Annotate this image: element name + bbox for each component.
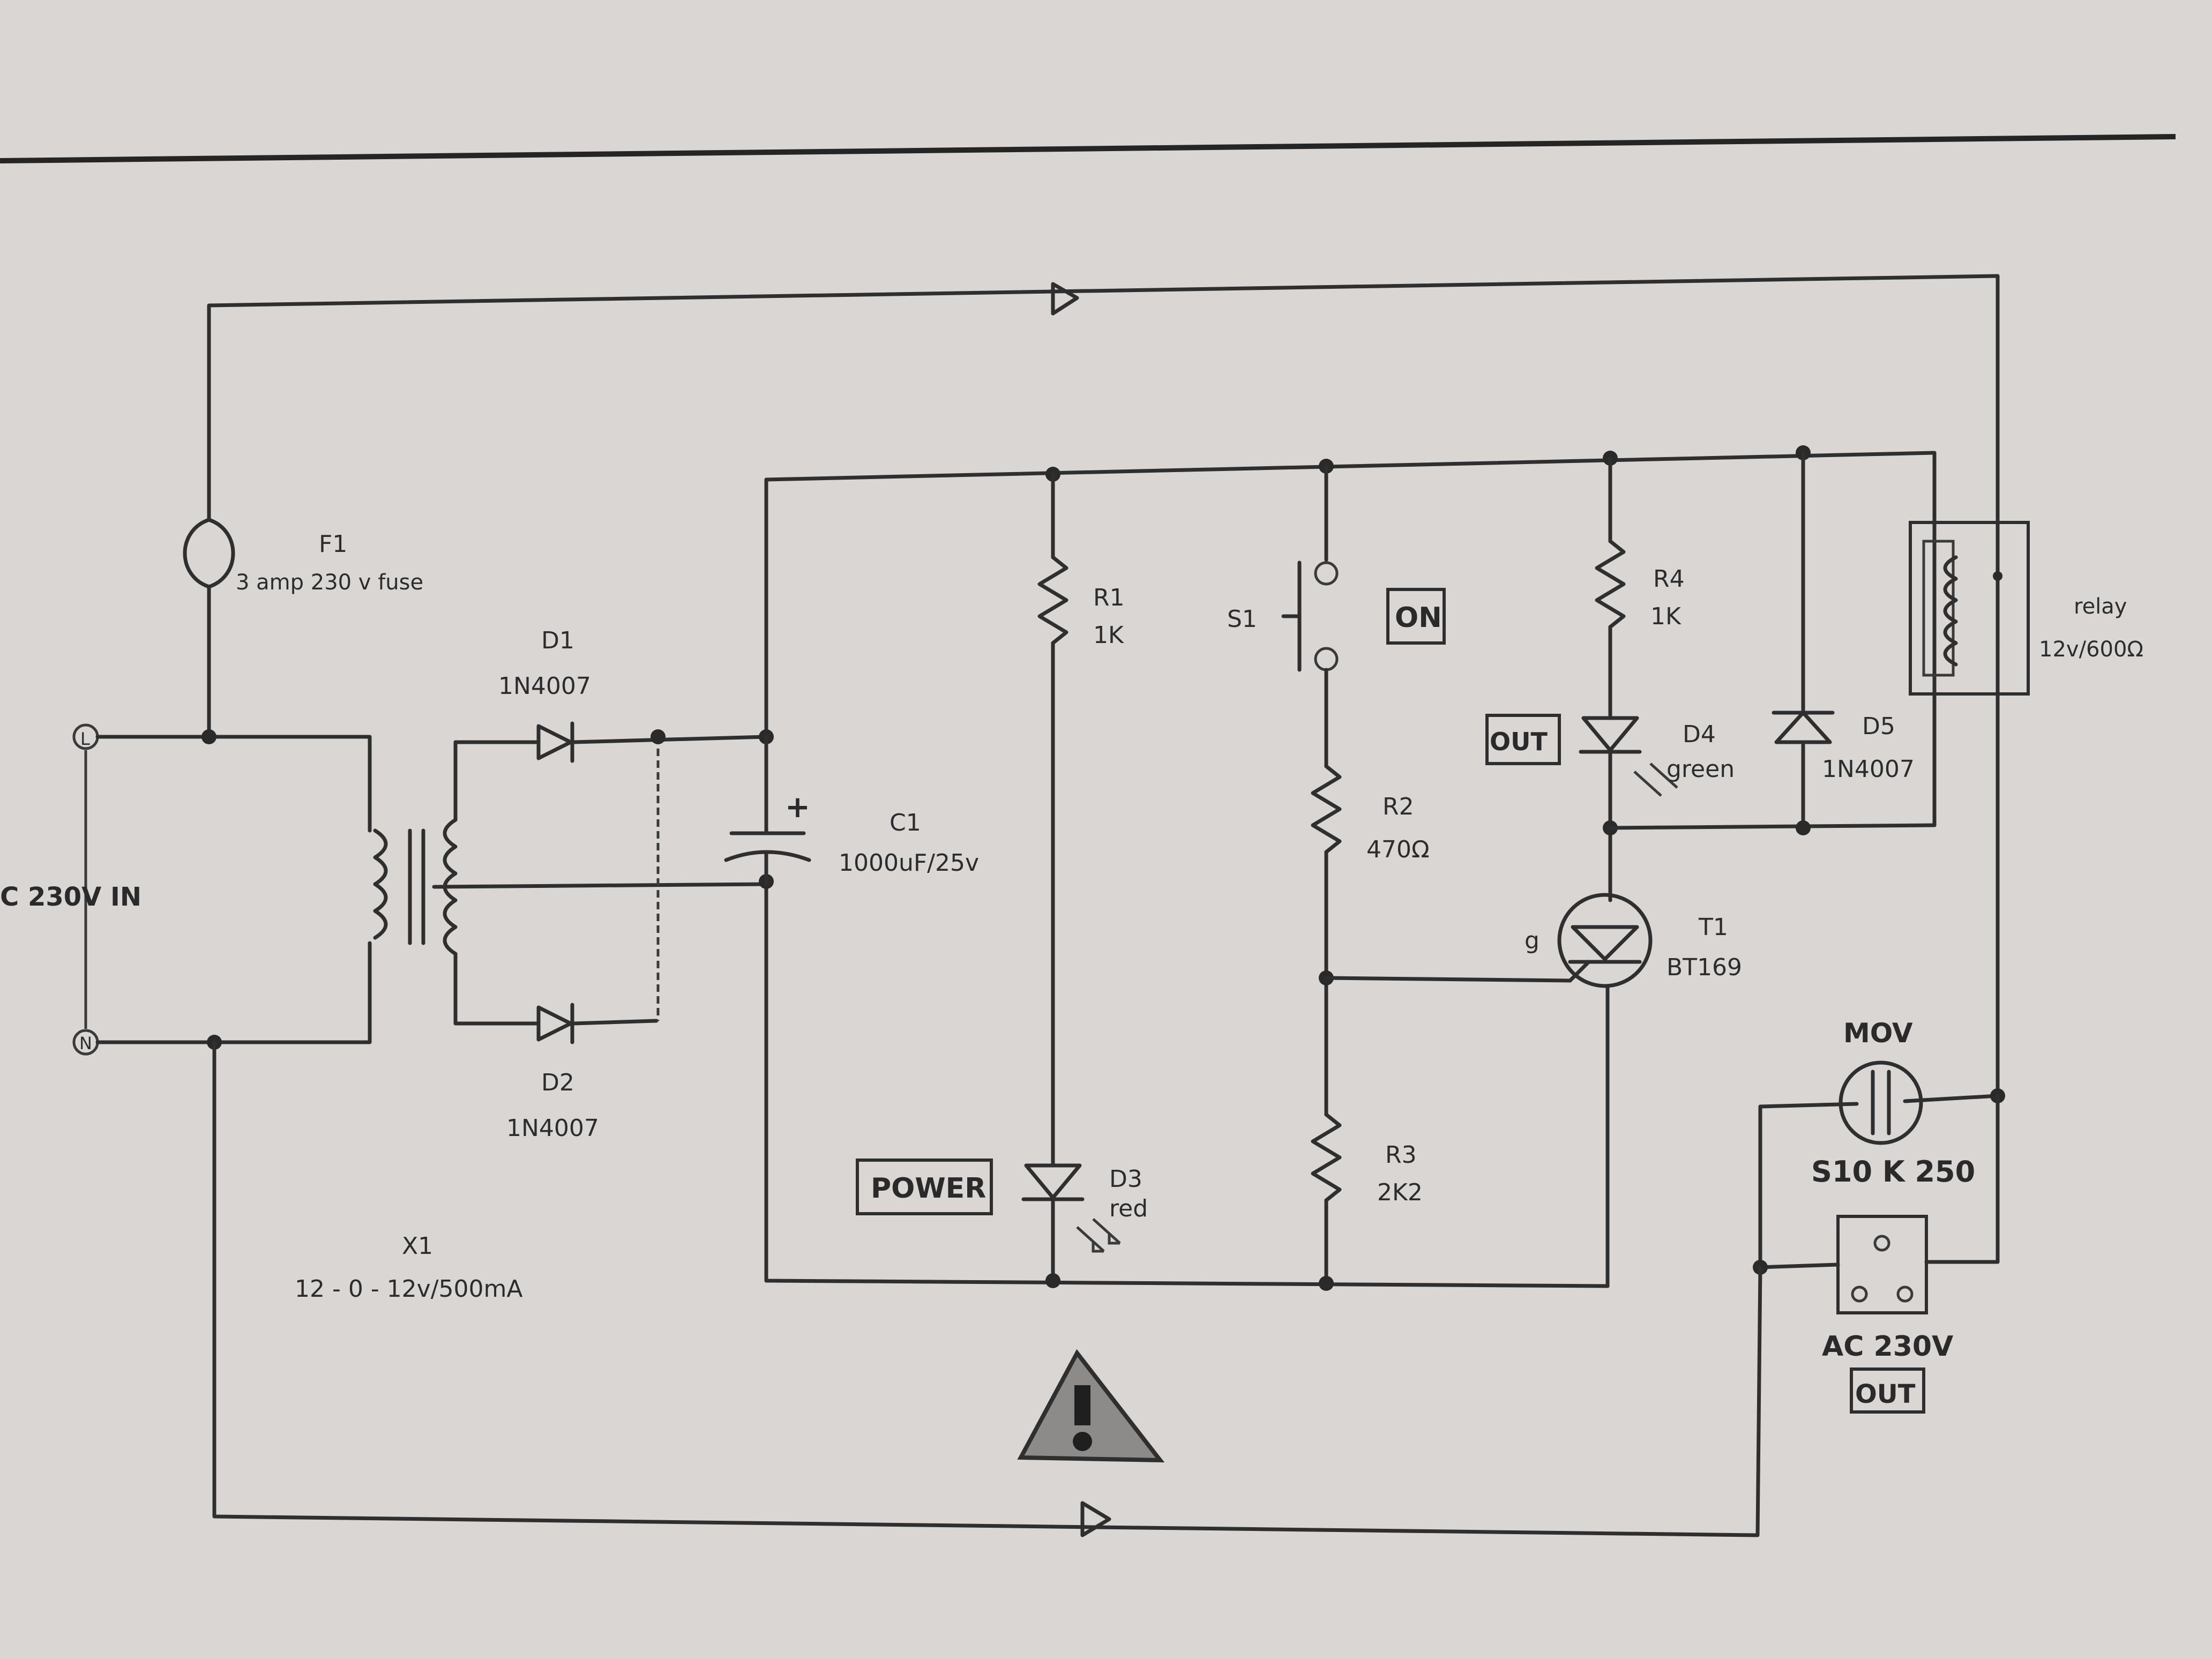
svg-text:2K2: 2K2 <box>1377 1179 1423 1206</box>
svg-text:T1: T1 <box>1698 914 1728 941</box>
r3-label: R3 2K2 <box>1377 1141 1423 1206</box>
svg-text:green: green <box>1667 756 1735 783</box>
svg-text:D1: D1 <box>541 627 574 654</box>
svg-text:1N4007: 1N4007 <box>506 1115 599 1142</box>
led-d4 <box>1579 716 1678 797</box>
mov <box>1758 1060 2000 1145</box>
mov-value: S10 K 250 <box>1811 1155 1975 1189</box>
neutral-bottom-wire <box>212 1040 1762 1537</box>
svg-text:D2: D2 <box>541 1069 574 1096</box>
svg-text:D5: D5 <box>1862 713 1895 740</box>
svg-text:1N4007: 1N4007 <box>498 672 591 700</box>
power-tag-box <box>856 1159 993 1215</box>
fuse-label: F1 3 amp 230 v fuse <box>236 530 423 595</box>
power-tag: POWER <box>871 1172 986 1205</box>
resistor-r2 <box>1311 764 1342 854</box>
center-tap-wire <box>432 882 768 889</box>
gate-wire <box>1324 976 1572 983</box>
d4-label: D4 green <box>1667 721 1735 783</box>
socket-neutral-wire <box>1758 1262 1840 1269</box>
svg-text:R4: R4 <box>1653 565 1685 593</box>
socket-live-wire <box>1924 1094 2000 1264</box>
scr-gate-label: g <box>1525 927 1540 954</box>
arrow-bottom <box>1080 1501 1111 1537</box>
transformer-label: X1 12 - 0 - 12v/500mA <box>295 1232 522 1303</box>
t1-label: T1 BT169 <box>1667 914 1742 981</box>
d1-label: D1 1N4007 <box>498 627 591 700</box>
d2-label: D2 1N4007 <box>506 1069 599 1142</box>
c1-label: C1 1000uF/25v <box>839 809 979 877</box>
svg-text:BT169: BT169 <box>1667 954 1742 981</box>
socket-out-tag: OUT <box>1855 1379 1916 1409</box>
svg-text:R1: R1 <box>1093 584 1125 611</box>
svg-text:D3: D3 <box>1109 1165 1142 1193</box>
svg-text:R3: R3 <box>1385 1141 1417 1169</box>
svg-text:1N4007: 1N4007 <box>1822 756 1915 783</box>
resistor-r4 <box>1595 539 1626 629</box>
mov-ref: MOV <box>1843 1018 1913 1049</box>
svg-text:C1: C1 <box>890 809 921 836</box>
svg-text:1K: 1K <box>1093 622 1124 649</box>
out-tag: OUT <box>1490 727 1548 756</box>
svg-text:N: N <box>79 1033 92 1053</box>
svg-text:12 - 0 - 12v/500mA: 12 - 0 - 12v/500mA <box>295 1275 522 1303</box>
warning-icon <box>1017 1349 1165 1463</box>
capacitor-polarity: + <box>785 790 810 825</box>
on-tag-box <box>1386 588 1446 645</box>
out-tag-box <box>1485 714 1561 765</box>
svg-text:F1: F1 <box>319 530 347 558</box>
primary-neutral-wire <box>95 941 372 1044</box>
capacitor-c1 <box>724 735 811 886</box>
d5-label: D5 1N4007 <box>1822 713 1915 783</box>
switch-s1 <box>1281 561 1339 672</box>
r4-label: R4 1K <box>1650 565 1685 630</box>
dc-left-rail <box>764 451 1937 827</box>
secondary-bottom-wire <box>453 952 541 1026</box>
primary-live-wire <box>95 735 372 833</box>
page-rule <box>0 134 2176 163</box>
socket-out-box <box>1850 1367 1925 1414</box>
svg-text:L: L <box>80 729 90 749</box>
d2-out-wire <box>571 1019 659 1026</box>
s1-label: S1 <box>1227 606 1257 633</box>
input-label: C 230V IN <box>0 882 141 912</box>
fuse-symbol <box>183 518 235 589</box>
svg-text:R2: R2 <box>1382 793 1414 820</box>
secondary-top-wire <box>453 740 541 822</box>
r2-label: R2 470Ω <box>1366 793 1430 863</box>
svg-text:D4: D4 <box>1683 721 1716 748</box>
led-d3 <box>1021 1163 1121 1253</box>
diode-d5 <box>1772 711 1835 744</box>
diode-d1 <box>536 721 574 763</box>
svg-text:relay: relay <box>2074 594 2127 619</box>
svg-text:X1: X1 <box>402 1232 433 1260</box>
dc-bottom-rail <box>764 882 1610 1288</box>
svg-text:red: red <box>1109 1195 1148 1222</box>
svg-text:12v/600Ω: 12v/600Ω <box>2039 637 2143 662</box>
d3-label: D3 red <box>1109 1165 1148 1222</box>
resistor-r3 <box>1311 1112 1342 1202</box>
svg-text:1000uF/25v: 1000uF/25v <box>839 849 979 877</box>
svg-text:3 amp 230 v fuse: 3 amp 230 v fuse <box>236 570 423 595</box>
scr-t1 <box>1557 893 1653 988</box>
diode-d2 <box>536 1003 574 1044</box>
d1-out-wire <box>571 735 768 744</box>
on-tag: ON <box>1395 602 1442 634</box>
svg-text:470Ω: 470Ω <box>1366 836 1430 863</box>
svg-text:1K: 1K <box>1650 603 1682 630</box>
r1-label: R1 1K <box>1093 584 1125 649</box>
arrow-top <box>1051 282 1079 316</box>
socket-label: AC 230V <box>1822 1331 1953 1363</box>
resistor-r1 <box>1037 555 1068 645</box>
output-socket <box>1836 1215 1928 1314</box>
live-top-wire <box>207 274 2000 1098</box>
relay-label: relay 12v/600Ω <box>2039 594 2143 662</box>
relay <box>1909 521 2030 696</box>
relay-return-wire <box>1608 823 1937 830</box>
